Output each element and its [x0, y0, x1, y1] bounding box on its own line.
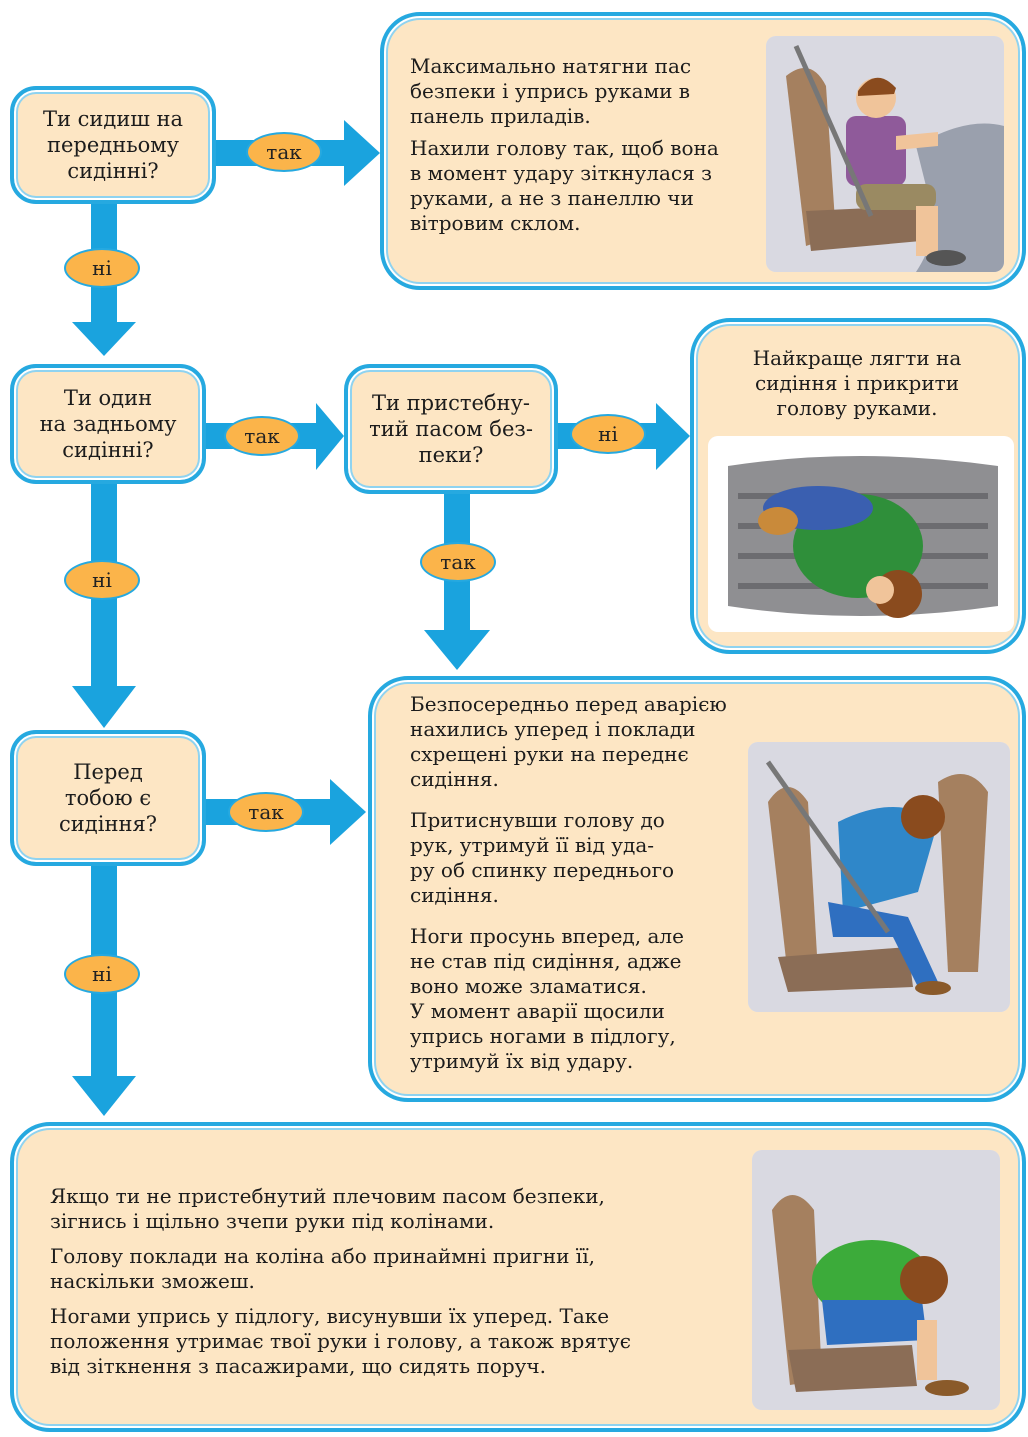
lie-down-illustration	[708, 436, 1014, 632]
label-yes-q4: так	[228, 792, 304, 832]
answer-no-belt-text-2: Голову поклади на коліна або принаймні п…	[50, 1244, 595, 1293]
seat-ahead-illustration	[748, 742, 1010, 1012]
label-no-q3: ні	[570, 414, 646, 454]
no-belt-illustration	[752, 1150, 1000, 1410]
question-alone-back-seat: Ти один на задньому сидінні?	[10, 364, 206, 484]
label-yes-q1: так	[246, 132, 322, 172]
answer-no-belt-text-1: Якщо ти не пристебнутий плечовим пасом б…	[50, 1184, 605, 1233]
label-no-q2: ні	[64, 560, 140, 600]
front-seat-illustration	[766, 36, 1004, 272]
question-belted-text: Ти пристебну- тий пасом без- пеки?	[369, 391, 533, 467]
answer-front-seat-text-1: Максимально натягни пас безпеки і упрись…	[410, 54, 692, 128]
label-no-q4: ні	[64, 954, 140, 994]
question-seat-ahead-text: Перед тобою є сидіння?	[59, 760, 157, 836]
label-yes-q3: так	[420, 542, 496, 582]
answer-front-seat-text-2: Нахили голову так, щоб вона в момент уда…	[410, 136, 719, 235]
question-alone-back-seat-text: Ти один на задньому сидінні?	[39, 386, 177, 462]
question-belted: Ти пристебну- тий пасом без- пеки?	[344, 364, 558, 494]
answer-seat-ahead-text-3: Ноги просунь вперед, але не став під сид…	[410, 924, 684, 1073]
question-front-seat-text: Ти сидиш на передньому сидінні?	[42, 107, 184, 183]
answer-no-belt-text-3: Ногами упрись у підлогу, висунувши їх уп…	[50, 1304, 631, 1378]
answer-lie-down-text: Найкраще лягти на сидіння і прикрити гол…	[752, 346, 962, 420]
question-seat-ahead: Перед тобою є сидіння?	[10, 730, 206, 866]
answer-seat-ahead-text-2: Притиснувши голову до рук, утримуй її ві…	[410, 808, 675, 907]
question-front-seat: Ти сидиш на передньому сидінні?	[10, 86, 216, 204]
answer-seat-ahead-text-1: Безпосередньо перед аварією нахились упе…	[410, 692, 727, 791]
label-no-q1: ні	[64, 248, 140, 288]
label-yes-q2: так	[224, 416, 300, 456]
